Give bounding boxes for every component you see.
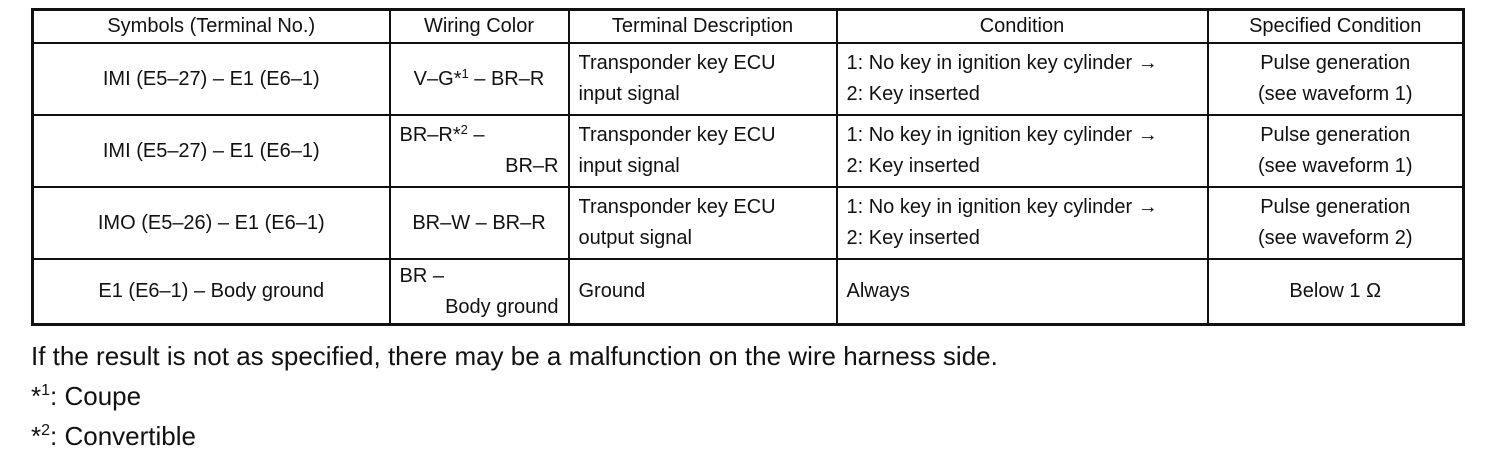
wiring-color-cell: V–G*1 – BR–R: [388, 42, 570, 116]
specified-condition-cell: Below 1 Ω: [1206, 258, 1465, 326]
wiring-color-line: Body ground: [445, 295, 559, 318]
footnote-number: 2: [41, 422, 51, 439]
footnote-text: : Coupe: [50, 381, 142, 411]
footnote-coupe: *1: Coupe: [31, 376, 998, 416]
header-symbols: Symbols (Terminal No.): [31, 8, 391, 44]
table-row: IMI (E5–27) – E1 (E6–1) V–G*1 – BR–R Tra…: [31, 42, 1465, 116]
condition-line: 2: Key inserted: [846, 227, 980, 249]
condition-line: 1: No key in ignition key cylinder →: [846, 124, 1158, 146]
footnote-mark: *: [31, 381, 42, 411]
description-line: Transponder key ECU: [578, 196, 776, 218]
footnote-marker: 1: [461, 65, 469, 81]
specified-line: Pulse generation: [1260, 52, 1411, 74]
description-line: output signal: [578, 227, 692, 249]
condition-line: 1: No key in ignition key cylinder →: [846, 52, 1158, 74]
description-line: input signal: [578, 155, 680, 177]
condition-line: 2: Key inserted: [846, 83, 980, 105]
notes-section: If the result is not as specified, there…: [31, 336, 998, 456]
description-line: Transponder key ECU: [578, 124, 776, 146]
terminal-spec-table: Symbols (Terminal No.) Wiring Color Term…: [31, 8, 1465, 326]
result-note: If the result is not as specified, there…: [31, 341, 998, 371]
wiring-color-text: –: [467, 124, 485, 146]
footnote-marker: 2: [460, 122, 468, 137]
condition-line: 1: No key in ignition key cylinder →: [846, 196, 1158, 218]
specified-line: (see waveform 1): [1258, 83, 1413, 105]
wiring-color-text: BR–R*: [399, 124, 461, 146]
condition-cell: 1: No key in ignition key cylinder → 2: …: [835, 186, 1209, 260]
footnote-text: : Convertible: [50, 421, 196, 451]
wiring-color-line: BR–R*2 –: [400, 120, 559, 151]
terminal-description-cell: Transponder key ECU output signal: [567, 186, 838, 260]
footnote-convertible: *2: Convertible: [31, 416, 998, 456]
table-header-row: Symbols (Terminal No.) Wiring Color Term…: [31, 8, 1465, 44]
specified-line: (see waveform 2): [1258, 227, 1413, 249]
wiring-color-text: V–G*: [413, 67, 462, 90]
specified-line: (see waveform 1): [1258, 155, 1413, 177]
header-terminal-description: Terminal Description: [567, 8, 838, 44]
wiring-color-line: BR –: [399, 264, 444, 287]
symbol-cell: E1 (E6–1) – Body ground: [31, 258, 391, 326]
terminal-description-cell: Ground: [567, 258, 838, 326]
header-condition: Condition: [835, 8, 1209, 44]
condition-cell: 1: No key in ignition key cylinder → 2: …: [835, 42, 1209, 116]
wiring-color-cell: BR–W – BR–R: [388, 186, 570, 260]
symbol-cell: IMO (E5–26) – E1 (E6–1): [31, 186, 391, 260]
condition-cell: Always: [835, 258, 1209, 326]
table-row: E1 (E6–1) – Body ground BR – Body ground…: [31, 258, 1465, 326]
table-row: IMO (E5–26) – E1 (E6–1) BR–W – BR–R Tran…: [31, 186, 1465, 260]
header-specified-condition: Specified Condition: [1206, 8, 1465, 44]
wiring-color-line: BR–R: [505, 155, 559, 177]
header-wiring-color: Wiring Color: [388, 8, 570, 44]
terminal-description-cell: Transponder key ECU input signal: [567, 114, 838, 188]
description-line: input signal: [578, 83, 680, 105]
specified-condition-cell: Pulse generation (see waveform 1): [1206, 114, 1465, 188]
footnote-number: 1: [41, 382, 51, 399]
condition-cell: 1: No key in ignition key cylinder → 2: …: [835, 114, 1209, 188]
wiring-color-cell: BR–R*2 – BR–R: [388, 114, 570, 188]
specified-line: Pulse generation: [1260, 124, 1411, 146]
description-line: Transponder key ECU: [578, 52, 776, 74]
symbol-cell: IMI (E5–27) – E1 (E6–1): [31, 114, 391, 188]
footnote-mark: *: [31, 421, 42, 451]
symbol-cell: IMI (E5–27) – E1 (E6–1): [31, 42, 391, 116]
wiring-color-cell: BR – Body ground: [388, 258, 570, 326]
specified-condition-cell: Pulse generation (see waveform 2): [1206, 186, 1465, 260]
terminal-description-cell: Transponder key ECU input signal: [567, 42, 838, 116]
condition-line: 2: Key inserted: [846, 155, 980, 177]
table-row: IMI (E5–27) – E1 (E6–1) BR–R*2 – BR–R Tr…: [31, 114, 1465, 188]
wiring-color-text: – BR–R: [468, 67, 545, 90]
specified-line: Pulse generation: [1260, 196, 1411, 218]
specified-condition-cell: Pulse generation (see waveform 1): [1206, 42, 1465, 116]
